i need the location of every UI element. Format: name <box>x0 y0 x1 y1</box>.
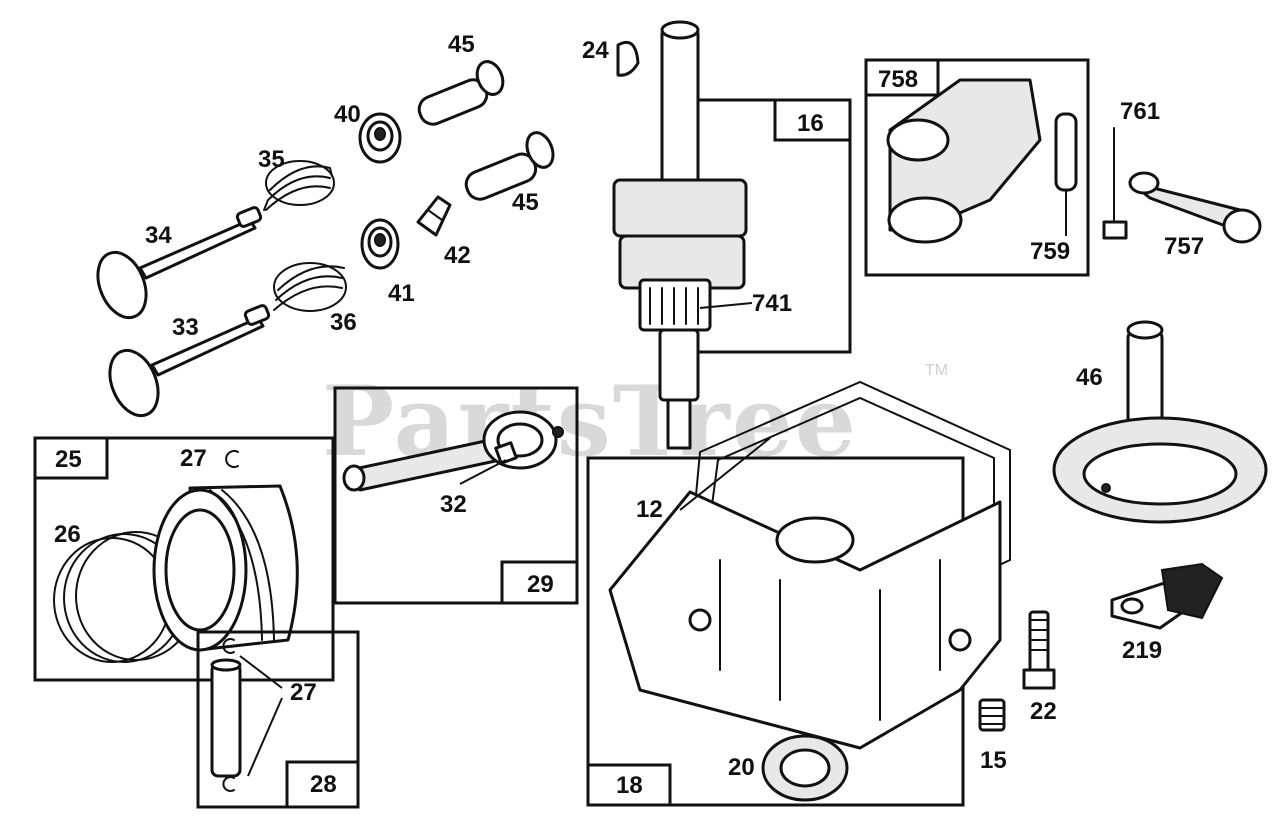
label-33: 33 <box>172 314 199 341</box>
connecting-rod-757[interactable] <box>1128 171 1262 244</box>
piston-25[interactable] <box>152 484 299 652</box>
retaining-clip-27a[interactable] <box>225 450 239 468</box>
connecting-rod-758[interactable] <box>886 78 1042 244</box>
valve-key-42[interactable] <box>416 195 452 237</box>
label-741: 741 <box>752 290 792 317</box>
label-759: 759 <box>1030 238 1070 265</box>
crankcase-18[interactable] <box>608 490 1002 750</box>
label-28: 28 <box>310 771 337 798</box>
oil-seal-20[interactable] <box>761 734 849 802</box>
piston-pin-box <box>196 630 360 809</box>
label-15: 15 <box>980 747 1007 774</box>
valve-retainer-41[interactable] <box>360 218 400 270</box>
label-18: 18 <box>616 772 643 799</box>
label-20: 20 <box>728 754 755 781</box>
label-45-lower: 45 <box>512 189 539 216</box>
piston-assembly-box <box>33 436 335 682</box>
label-757: 757 <box>1164 233 1204 260</box>
valve-spring-35[interactable] <box>263 160 335 211</box>
label-46: 46 <box>1076 364 1103 391</box>
label-40: 40 <box>334 101 361 128</box>
label-36: 36 <box>330 309 357 336</box>
label-22: 22 <box>1030 698 1057 725</box>
crankshaft-16[interactable] <box>612 20 748 450</box>
label-27-pin: 27 <box>290 679 317 706</box>
connecting-rod-kit-box <box>864 58 1090 277</box>
bolt-761[interactable] <box>1102 127 1128 240</box>
valve-spring-36[interactable] <box>273 262 347 312</box>
label-12: 12 <box>636 496 663 523</box>
label-24: 24 <box>582 37 609 64</box>
piston-pin-28[interactable] <box>210 658 242 778</box>
watermark-trademark: TM <box>925 362 948 379</box>
tag-box-758 <box>864 58 940 97</box>
valve-33[interactable] <box>101 304 271 422</box>
label-29: 29 <box>527 571 554 598</box>
label-16: 16 <box>797 110 824 137</box>
label-32: 32 <box>440 491 467 518</box>
valve-45-upper[interactable] <box>415 58 507 128</box>
camshaft-46[interactable] <box>1052 320 1268 524</box>
label-41: 41 <box>388 280 415 307</box>
label-25: 25 <box>55 446 82 473</box>
label-27-piston: 27 <box>180 445 207 472</box>
tag-box-18 <box>586 763 672 807</box>
connecting-rod-32[interactable] <box>342 410 564 492</box>
crankshaft-key-24[interactable] <box>616 40 640 77</box>
label-219: 219 <box>1122 637 1162 664</box>
dipper-pin-759[interactable] <box>1054 112 1078 192</box>
connecting-rod-box <box>333 386 579 605</box>
valve-45-lower[interactable] <box>462 129 558 203</box>
tag-box-25 <box>33 436 109 480</box>
tag-box-29 <box>500 560 579 605</box>
label-42: 42 <box>444 242 471 269</box>
valve-34[interactable] <box>89 206 263 324</box>
retaining-clip-27b[interactable] <box>222 638 235 792</box>
drain-plug-15[interactable] <box>978 698 1006 732</box>
label-761: 761 <box>1120 98 1160 125</box>
governor-219[interactable] <box>1110 562 1224 630</box>
label-45-upper: 45 <box>448 31 475 58</box>
valve-retainer-40[interactable] <box>358 112 402 164</box>
label-758: 758 <box>878 66 918 93</box>
label-35: 35 <box>258 146 285 173</box>
tag-box-28 <box>285 760 360 809</box>
label-34: 34 <box>145 222 172 249</box>
tag-box-16 <box>773 98 852 142</box>
label-26: 26 <box>54 521 81 548</box>
bolt-22[interactable] <box>1022 610 1056 690</box>
